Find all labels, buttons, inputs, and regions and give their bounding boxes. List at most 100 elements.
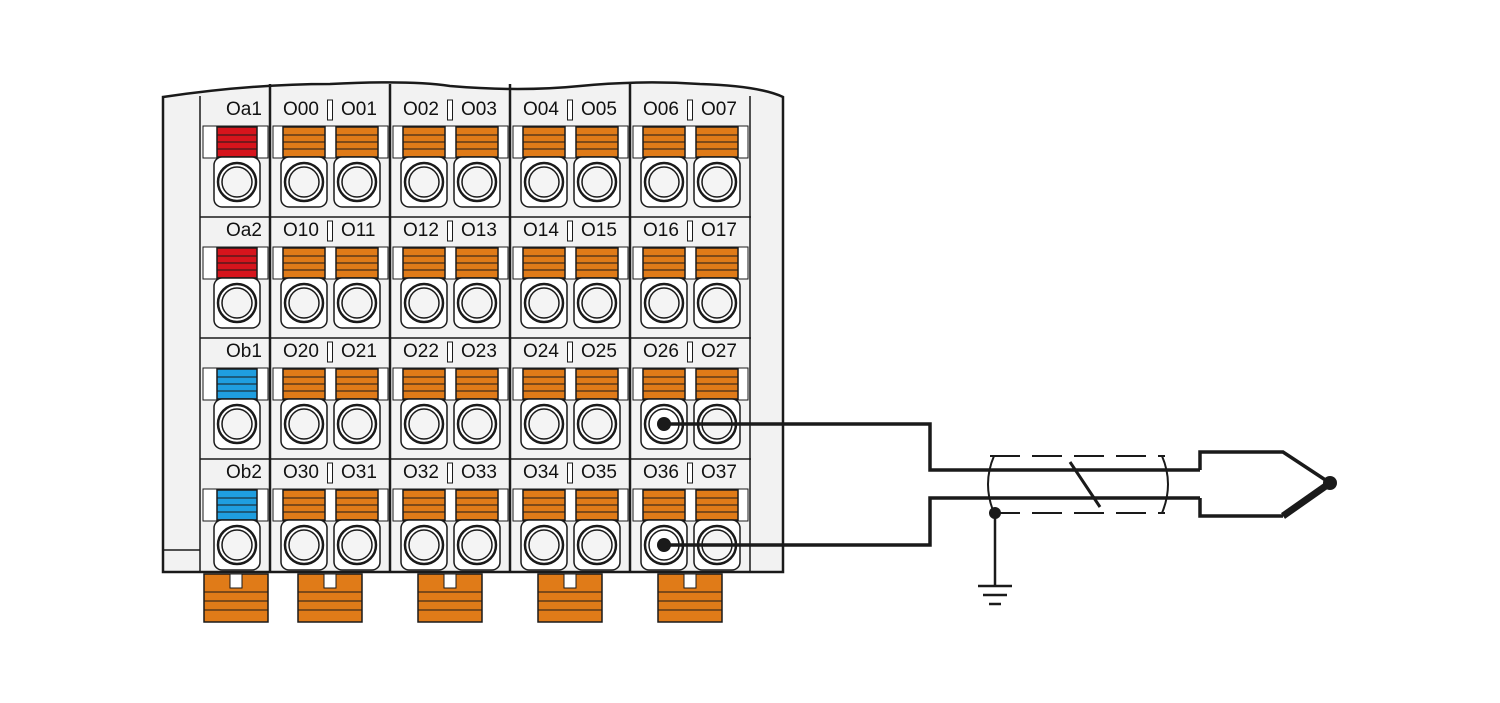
wire-entry-hole — [341, 408, 373, 440]
label-divider-marker — [447, 462, 453, 484]
plug-foot-notch — [683, 573, 697, 589]
terminal-label-o01: O01 — [341, 99, 377, 120]
terminal-label-o12: O12 — [403, 220, 439, 241]
label-divider-marker — [327, 462, 333, 484]
terminal-label-oa1: Oa1 — [226, 99, 262, 120]
wire-entry-hole — [408, 408, 440, 440]
wire-entry-hole — [221, 408, 253, 440]
wire-entry-hole — [221, 287, 253, 319]
label-divider-marker — [567, 220, 573, 242]
wire-entry-hole — [581, 408, 613, 440]
wire-entry-hole — [221, 529, 253, 561]
plug-foot-notch — [229, 573, 243, 589]
terminal-label-o07: O07 — [701, 99, 737, 120]
wire-entry-hole — [461, 529, 493, 561]
terminal-label-o02: O02 — [403, 99, 439, 120]
terminal-label-o17: O17 — [701, 220, 737, 241]
terminal-label-oa2: Oa2 — [226, 220, 262, 241]
wire-entry-hole — [408, 287, 440, 319]
wire-entry-hole — [408, 529, 440, 561]
wire-entry-hole — [461, 408, 493, 440]
terminal-label-o25: O25 — [581, 341, 617, 362]
wire-entry-hole — [408, 166, 440, 198]
terminal-label-o22: O22 — [403, 341, 439, 362]
thermocouple-icon — [1198, 450, 1337, 519]
wire-entry-hole — [341, 287, 373, 319]
wire-entry-hole — [581, 287, 613, 319]
terminal-label-o13: O13 — [461, 220, 497, 241]
label-divider-marker — [327, 99, 333, 121]
wire-entry-hole — [648, 287, 680, 319]
label-divider-marker — [567, 462, 573, 484]
wire-entry-hole — [701, 166, 733, 198]
terminal-label-o04: O04 — [523, 99, 559, 120]
label-divider-marker — [447, 341, 453, 363]
wire-entry-hole — [528, 287, 560, 319]
terminal-label-o16: O16 — [643, 220, 679, 241]
wire-entry-hole — [221, 166, 253, 198]
terminal-label-o03: O03 — [461, 99, 497, 120]
terminal-label-o23: O23 — [461, 341, 497, 362]
wire-entry-hole — [341, 166, 373, 198]
terminal-label-o34: O34 — [523, 462, 559, 483]
terminal-label-o00: O00 — [283, 99, 319, 120]
terminal-label-o27: O27 — [701, 341, 737, 362]
sensor-wiring — [664, 422, 1337, 606]
label-divider-marker — [327, 341, 333, 363]
twisted-pair-mark — [1068, 461, 1102, 508]
terminal-label-o05: O05 — [581, 99, 617, 120]
shield-end-right — [1161, 455, 1169, 514]
terminal-label-o30: O30 — [283, 462, 319, 483]
terminal-label-o26: O26 — [643, 341, 679, 362]
label-divider-marker — [447, 99, 453, 121]
wire-entry-hole — [288, 408, 320, 440]
shield-end-left — [987, 455, 995, 514]
terminal-label-o24: O24 — [523, 341, 559, 362]
terminal-label-o31: O31 — [341, 462, 377, 483]
terminal-label-o15: O15 — [581, 220, 617, 241]
terminal-label-o21: O21 — [341, 341, 377, 362]
wire-entry-hole — [461, 287, 493, 319]
terminal-label-o36: O36 — [643, 462, 679, 483]
wire-positive — [664, 422, 1200, 472]
wire-entry-hole — [461, 166, 493, 198]
wire-entry-hole — [581, 166, 613, 198]
terminal-label-o10: O10 — [283, 220, 319, 241]
wire-entry-hole — [288, 529, 320, 561]
wire-entry-hole — [341, 529, 373, 561]
thermocouple-leg-bottom — [1198, 498, 1283, 518]
label-divider-marker — [447, 220, 453, 242]
label-divider-marker — [687, 99, 693, 121]
label-divider-marker — [567, 341, 573, 363]
wire-entry-hole — [528, 529, 560, 561]
wire-entry-hole — [288, 166, 320, 198]
terminal-label-ob2: Ob2 — [226, 462, 262, 483]
wire-negative — [664, 496, 1200, 547]
label-divider-marker — [687, 341, 693, 363]
thermocouple-leg-top — [1198, 450, 1331, 485]
label-divider-marker — [687, 220, 693, 242]
terminal-label-o20: O20 — [283, 341, 319, 362]
terminal-label-o35: O35 — [581, 462, 617, 483]
label-divider-marker — [687, 462, 693, 484]
wire-entry-hole — [648, 166, 680, 198]
wire-entry-hole — [701, 287, 733, 319]
terminal-label-o33: O33 — [461, 462, 497, 483]
terminal-label-o14: O14 — [523, 220, 559, 241]
label-divider-marker — [327, 220, 333, 242]
earth-ground-icon — [978, 584, 1012, 606]
terminal-label-o37: O37 — [701, 462, 737, 483]
wire-entry-hole — [528, 408, 560, 440]
plug-foot-notch — [443, 573, 457, 589]
plug-foot-notch — [323, 573, 337, 589]
wire-entry-hole — [581, 529, 613, 561]
wire-entry-hole — [528, 166, 560, 198]
label-divider-marker — [567, 99, 573, 121]
